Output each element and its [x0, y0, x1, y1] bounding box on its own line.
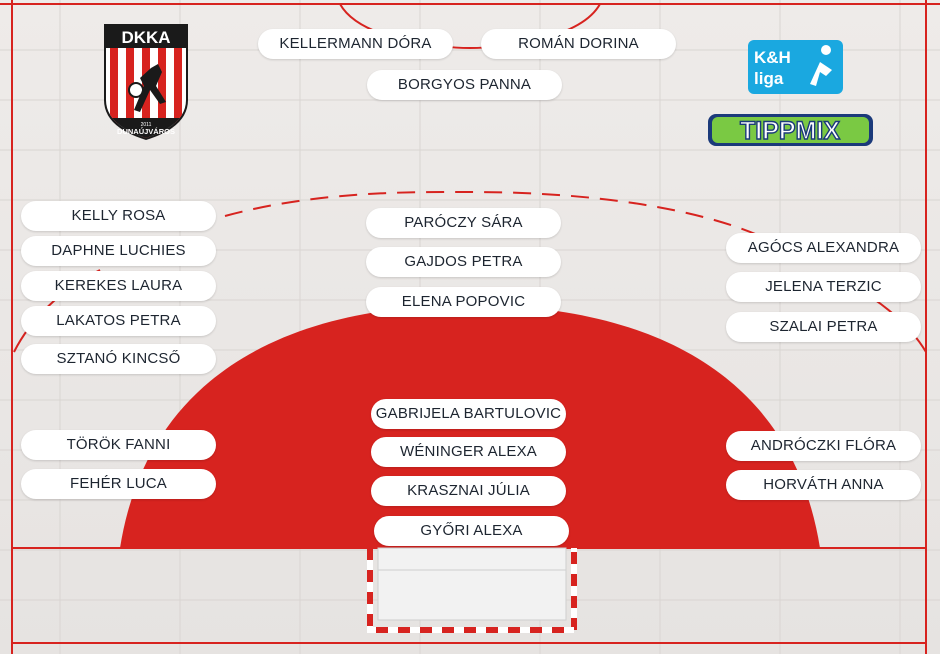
club-logo-text: DKKA	[121, 28, 170, 47]
club-logo-city: DUNAÚJVÁROS	[117, 127, 175, 136]
club-logo: DKKA 2011 DUNAÚJVÁROS	[96, 20, 196, 142]
player-name: WÉNINGER ALEXA	[371, 437, 566, 467]
player-name: KEREKES LAURA	[21, 271, 216, 301]
league-logo-line2: liga	[754, 69, 784, 88]
kh-liga-icon: K&H liga	[748, 40, 843, 94]
player-name: ROMÁN DORINA	[481, 29, 676, 59]
player-name: JELENA TERZIC	[726, 272, 921, 302]
league-logo: K&H liga	[748, 40, 843, 94]
club-crest-icon: DKKA 2011 DUNAÚJVÁROS	[104, 24, 188, 140]
player-name: PARÓCZY SÁRA	[366, 208, 561, 238]
player-name: ANDRÓCZKI FLÓRA	[726, 431, 921, 461]
club-logo-year: 2011	[141, 122, 152, 128]
player-name: GAJDOS PETRA	[366, 247, 561, 277]
player-name: FEHÉR LUCA	[21, 469, 216, 499]
player-name: KELLERMANN DÓRA	[258, 29, 453, 59]
sponsor-logo: TIPPMIX	[708, 112, 873, 148]
league-logo-line1: K&H	[754, 48, 791, 67]
sponsor-logo-text: TIPPMIX	[740, 117, 840, 145]
player-name: BORGYOS PANNA	[367, 70, 562, 100]
player-name: LAKATOS PETRA	[21, 306, 216, 336]
player-name: KRASZNAI JÚLIA	[371, 476, 566, 506]
player-name: AGÓCS ALEXANDRA	[726, 233, 921, 263]
player-name: HORVÁTH ANNA	[726, 470, 921, 500]
player-name: SZALAI PETRA	[726, 312, 921, 342]
player-name: SZTANÓ KINCSŐ	[21, 344, 216, 374]
player-name: GABRIJELA BARTULOVIC	[371, 399, 566, 429]
player-name: TÖRÖK FANNI	[21, 430, 216, 460]
player-name: ELENA POPOVIC	[366, 287, 561, 317]
player-name: GYŐRI ALEXA	[374, 516, 569, 546]
tippmix-icon: TIPPMIX	[708, 114, 873, 146]
player-name: DAPHNE LUCHIES	[21, 236, 216, 266]
player-name: KELLY ROSA	[21, 201, 216, 231]
